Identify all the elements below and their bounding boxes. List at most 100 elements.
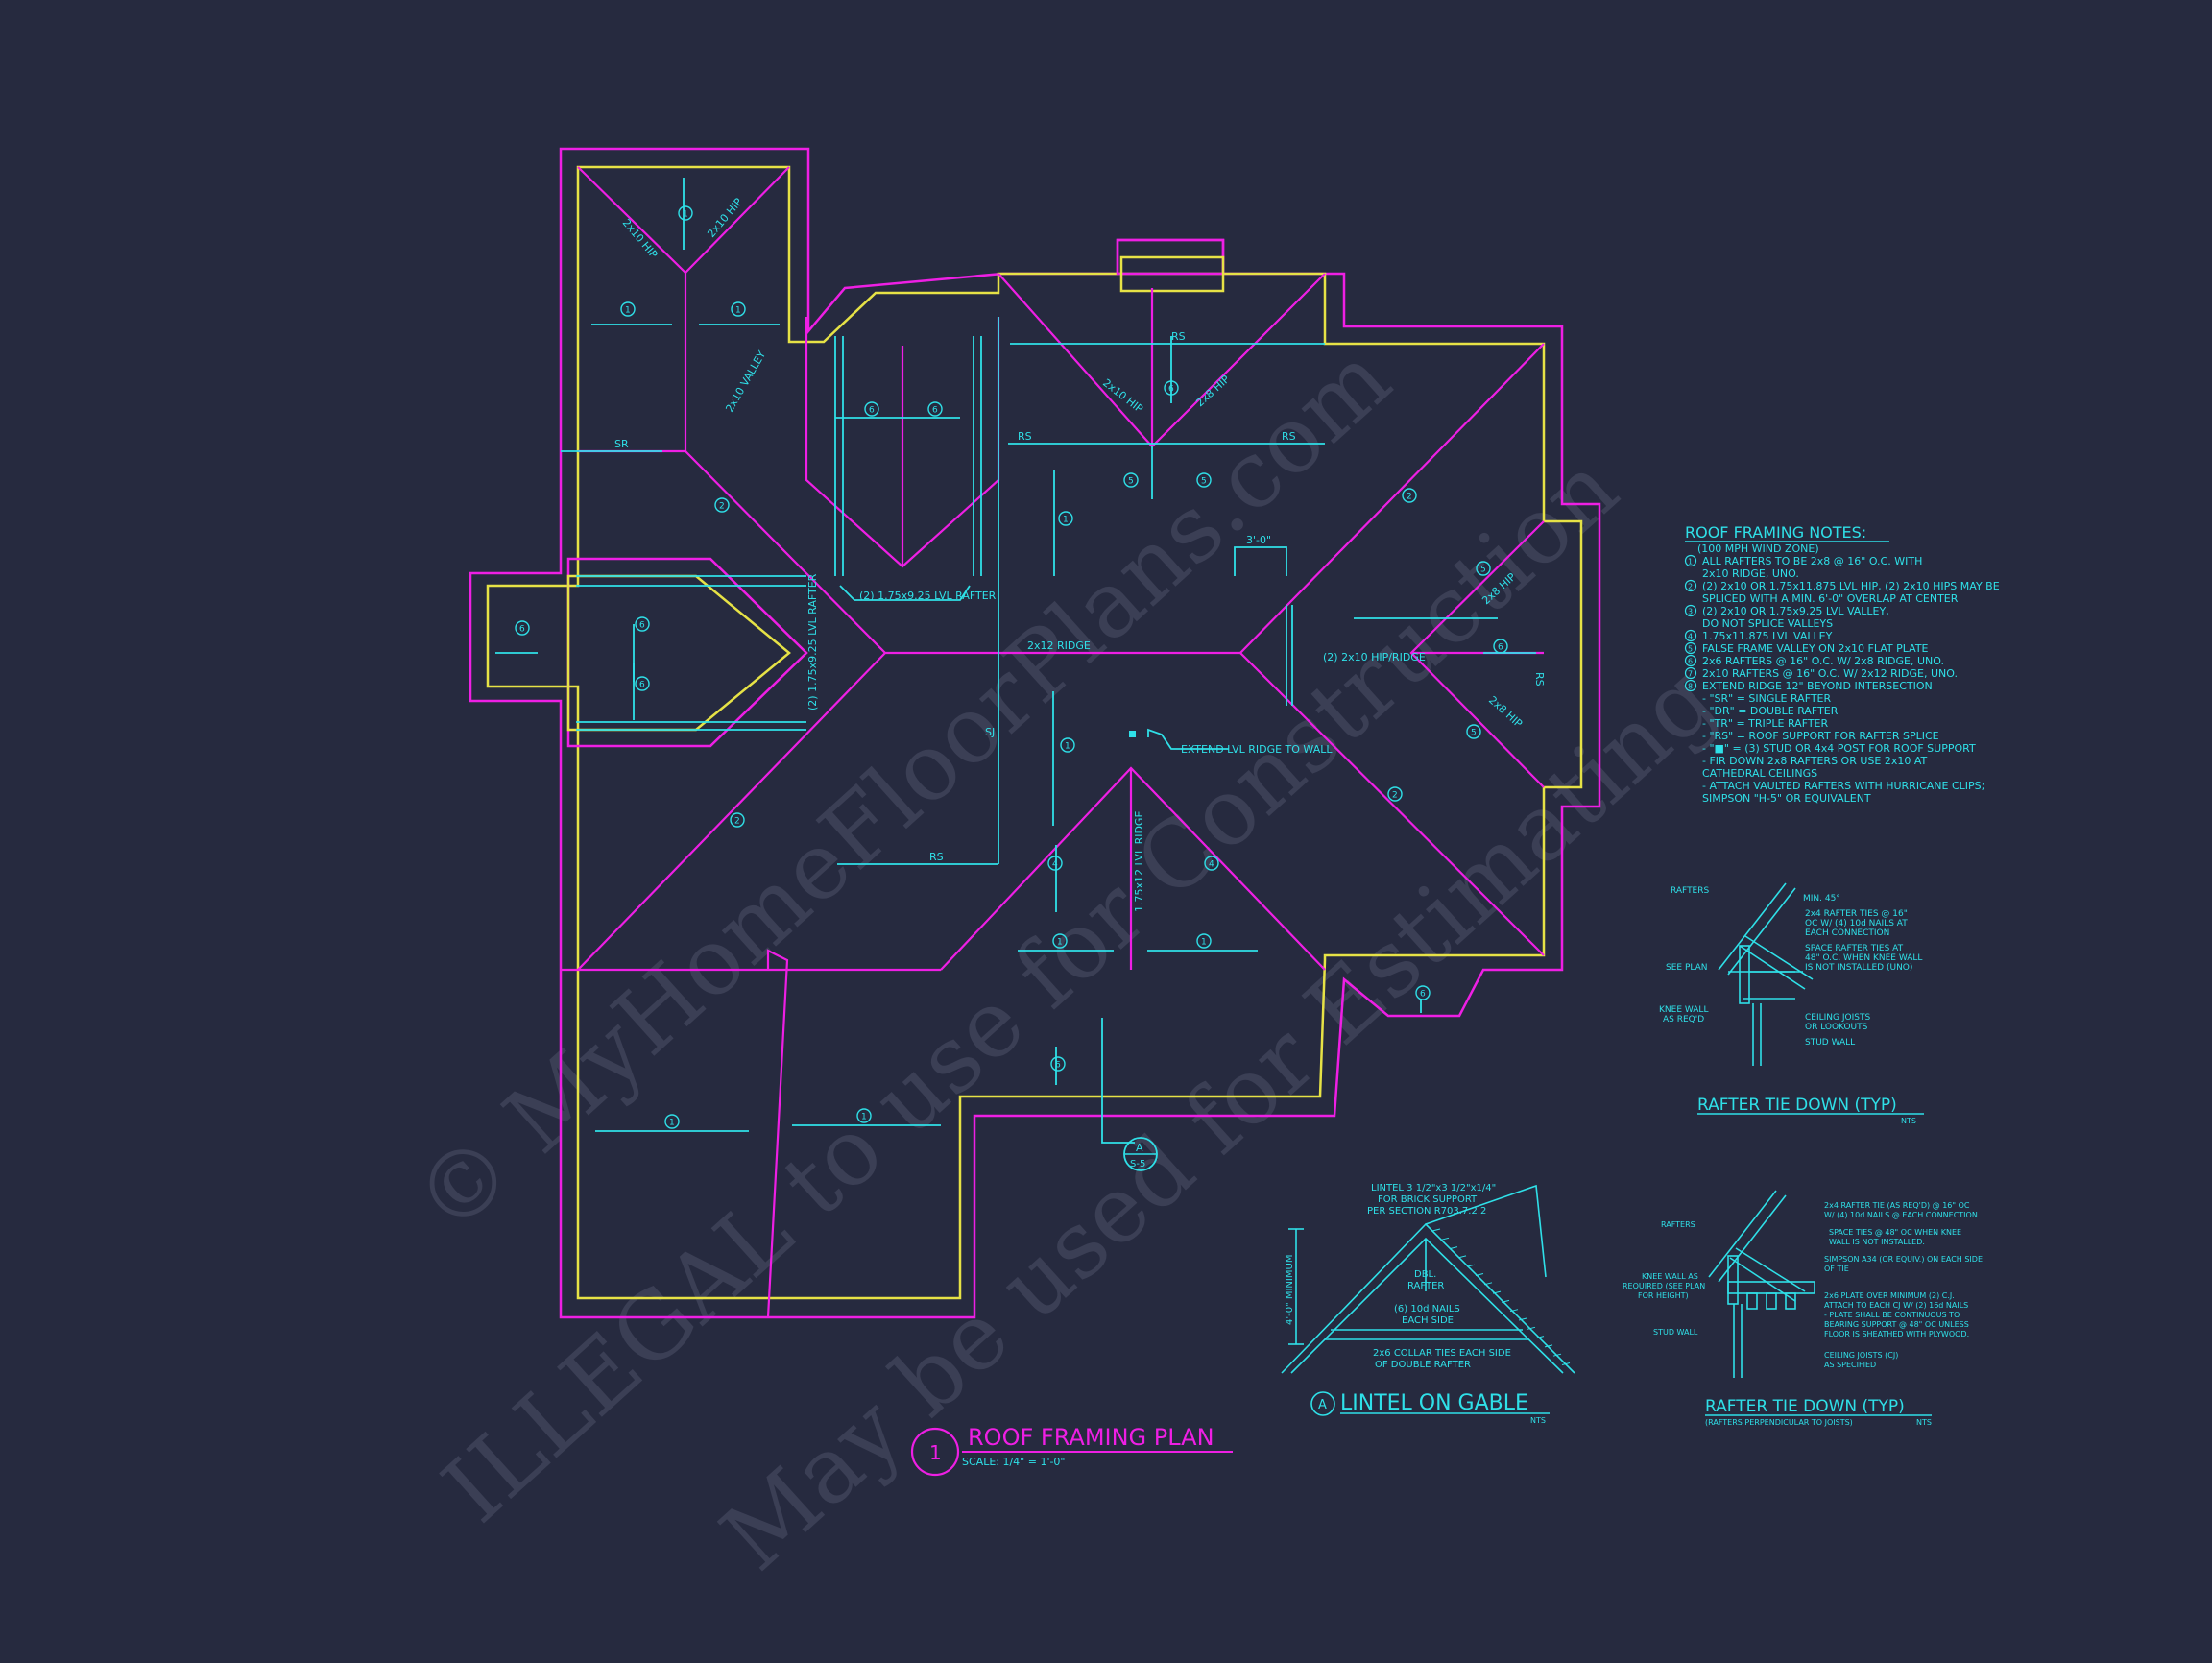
tie1-see-plan: SEE PLAN [1666,963,1707,973]
tie2-plate-2: ATTACH TO EACH CJ W/ (2) 16d NAILS [1824,1301,1968,1310]
tie1-stud: STUD WALL [1805,1038,1855,1048]
lintel-nts: NTS [1530,1416,1546,1425]
framing-tag: 4 [1047,856,1063,871]
label-hip-2x8-a: 2x8 HIP [1193,373,1232,409]
wall-outline [486,165,1583,1300]
framing-tag: 5 [1466,724,1481,739]
tie2-plate-5: FLOOR IS SHEATHED WITH PLYWOOD. [1824,1330,1969,1338]
note-marker: 1 [1684,554,1697,567]
label-sr: SR [614,438,629,450]
tie2-knee-2: REQUIRED (SEE PLAN [1623,1282,1705,1290]
framing-tag-number: 1 [1063,516,1069,525]
note-line: SPLICED WITH A MIN. 6'-0" OVERLAP AT CEN… [1702,592,1959,605]
tie1-space-1: SPACE RAFTER TIES AT [1805,944,1904,953]
note-line: 1.75x11.875 LVL VALLEY [1702,630,1833,642]
note-marker: 3 [1684,604,1697,617]
note-line: - FIR DOWN 2x8 RAFTERS OR USE 2x10 AT [1702,755,1928,767]
lintel-collar-2: OF DOUBLE RAFTER [1375,1360,1471,1370]
tie2-plate-1: 2x6 PLATE OVER MINIMUM (2) C.J. [1824,1291,1955,1300]
framing-tag: 5 [1196,472,1212,488]
note-line: - "■" = (3) STUD OR 4x4 POST FOR ROOF SU… [1702,742,1976,755]
framing-tag: 1 [620,301,636,317]
lintel-dbl-2: RAFTER [1407,1281,1444,1291]
framing-tag-number: 2 [719,502,725,512]
tie1-nts: NTS [1901,1117,1916,1125]
framing-tag: 5 [1476,561,1491,576]
roof-framing-notes: ROOF FRAMING NOTES: (100 MPH WIND ZONE)A… [1684,523,2000,805]
note-line: FALSE FRAME VALLEY ON 2x10 FLAT PLATE [1702,642,1929,655]
framing-tag-number: 1 [683,210,688,220]
label-rs-mid-right: RS [1282,430,1296,443]
label-rs-mid-left: RS [1018,430,1032,443]
note-marker-number: 8 [1688,683,1693,691]
note-line: - "SR" = SINGLE RAFTER [1702,692,1832,705]
framing-tag-number: 1 [861,1113,867,1122]
lintel-min4: 4'-0" MINIMUM [1285,1255,1295,1325]
note-line: CATHEDRAL CEILINGS [1702,767,1817,780]
note-marker-number: 2 [1688,583,1693,591]
tie2-rafters: RAFTERS [1661,1220,1695,1229]
framing-tag: 6 [1164,380,1179,396]
tie2-tie-1: 2x4 RAFTER TIE (AS REQ'D) @ 16" OC [1824,1201,1970,1210]
notes-title: ROOF FRAMING NOTES: [1685,523,1866,542]
label-ridge-2x12: 2x12 RIDGE [1027,639,1091,652]
framing-tag: 2 [714,497,730,513]
note-line: DO NOT SPLICE VALLEYS [1702,617,1833,630]
tie1-ties-2: OC W/ (4) 10d NAILS AT [1805,919,1908,928]
framing-tag: 6 [635,676,650,691]
tie2-plate-4: BEARING SUPPORT @ 48" OC UNLESS [1824,1320,1969,1329]
tie2-space-1: SPACE TIES @ 48" OC WHEN KNEE [1829,1228,1961,1237]
framing-tag: 1 [1196,933,1212,949]
framing-tag: 6 [1050,1056,1066,1072]
label-lvl-rafter-vert: (2) 1.75x9.25 LVL RAFTER [806,573,819,711]
note-marker-number: 6 [1688,658,1693,666]
tie1-rafters: RAFTERS [1671,886,1710,896]
tie2-cj-1: CEILING JOISTS (CJ) [1824,1351,1898,1360]
note-marker: 2 [1684,579,1697,592]
tie1-space-3: IS NOT INSTALLED (UNO) [1805,963,1912,973]
label-lvl-ridge-vert: 1.75x12 LVL RIDGE [1133,811,1145,912]
framing-tag-number: 6 [932,406,938,416]
tie2-knee-3: FOR HEIGHT) [1638,1291,1689,1300]
lintel-hatch [1431,1228,1571,1365]
framing-tag-number: 2 [1407,493,1412,502]
detail-lintel-on-gable: LINTEL 3 1/2"x3 1/2"x1/4" FOR BRICK SUPP… [1281,1183,1575,1425]
note-marker: 5 [1684,641,1697,655]
note-line: 2x6 RAFTERS @ 16" O.C. W/ 2x8 RIDGE, UNO… [1702,655,1944,667]
post-marker [1129,731,1136,737]
label-rs-top: RS [1171,330,1186,343]
plan-title-block: 1 ROOF FRAMING PLAN SCALE: 1/4" = 1'-0" [910,1424,1233,1477]
framing-tag-number: 6 [1055,1061,1061,1071]
tie2-tie-2: W/ (4) 10d NAILS @ EACH CONNECTION [1824,1211,1978,1219]
tie1-title: RAFTER TIE DOWN (TYP) [1697,1096,1897,1115]
section-marker: A S-5 [1123,1137,1158,1171]
framing-tag-number: 4 [1052,860,1058,870]
roof-lines [561,166,1545,1318]
tie1-knee-2: AS REQ'D [1663,1015,1704,1024]
section-marker-letter: A [1136,1142,1143,1154]
framing-tag-number: 6 [639,621,645,631]
tie1-min45: MIN. 45° [1803,894,1840,904]
note-line: - "DR" = DOUBLE RAFTER [1702,705,1839,717]
plan-scale: SCALE: 1/4" = 1'-0" [962,1456,1066,1468]
lintel-label-2: FOR BRICK SUPPORT [1378,1194,1478,1205]
tie2-space-2: WALL IS NOT INSTALLED. [1829,1238,1925,1246]
note-line: (2) 2x10 OR 1.75x11.875 LVL HIP, (2) 2x1… [1702,580,2000,592]
label-hip-2x8-c: 2x8 HIP [1486,694,1525,731]
framing-tag: 2 [1387,786,1403,802]
note-line: 2x10 RIDGE, UNO. [1702,567,1799,580]
framing-tag: 6 [1493,639,1508,654]
note-line: - "RS" = ROOF SUPPORT FOR RAFTER SPLICE [1702,730,1939,742]
label-extend-lvl: EXTEND LVL RIDGE TO WALL [1181,743,1333,756]
framing-tag-number: 2 [1392,791,1398,801]
framing-tag: 6 [1415,985,1431,1000]
framing-tag-number: 4 [1209,860,1214,870]
note-line: - ATTACH VAULTED RAFTERS WITH HURRICANE … [1702,780,1984,792]
framing-tag-number: 1 [669,1119,675,1128]
framing-tag-number: 1 [1057,938,1063,948]
framing-tag: 4 [1204,856,1219,871]
tie1-ties-3: EACH CONNECTION [1805,928,1889,938]
tie2-stud: STUD WALL [1653,1328,1698,1337]
